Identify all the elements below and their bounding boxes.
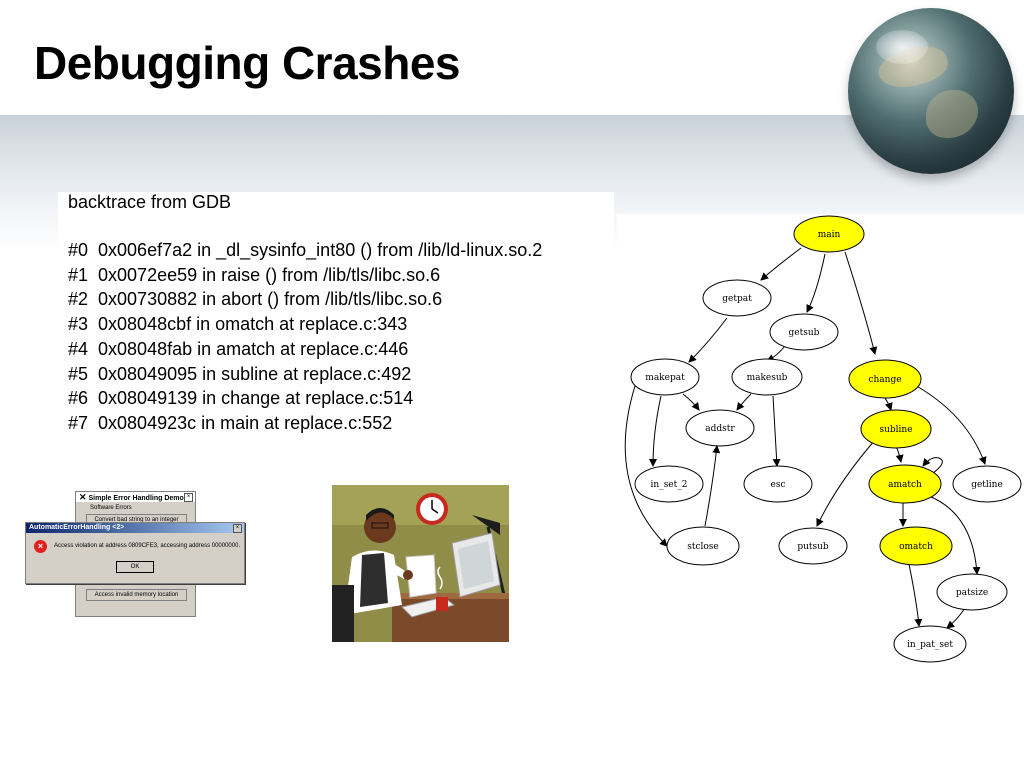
backtrace-frame: #6 0x08049139 in change at replace.c:514 (68, 388, 414, 409)
edge-main-getsub (806, 253, 826, 313)
ok-button[interactable]: OK (116, 561, 154, 573)
backtrace-frame: #1 0x0072ee59 in raise () from /lib/tls/… (68, 264, 441, 285)
node-stclose: stclose (666, 526, 740, 566)
call-graph: main getpat getsub change makepat makesu… (617, 214, 1024, 674)
slide-title: Debugging Crashes (34, 37, 461, 89)
node-getline-label: getline (971, 480, 1003, 490)
edge-makepat-inset2 (649, 395, 662, 467)
node-in-set-2: in_set_2 (634, 465, 704, 503)
node-amatch: amatch (868, 464, 942, 504)
backtrace-frame: #7 0x0804923c in main at replace.c:552 (68, 412, 393, 433)
edge-main-getpat (760, 247, 802, 281)
demo-window-titlebar: ✕ Simple Error Handling Demo (76, 492, 195, 502)
backtrace-frame: #4 0x08048fab in amatch at replace.c:446 (68, 338, 409, 359)
node-subline: subline (860, 409, 932, 449)
node-getpat-label: getpat (722, 294, 752, 304)
access-memory-button[interactable]: Access invalid memory location (86, 589, 187, 601)
edge-subline-putsub (816, 439, 876, 527)
node-makesub-label: makesub (747, 373, 788, 383)
backtrace-panel: backtrace from GDB #0 0x006ef7a2 in _dl_… (58, 192, 614, 442)
node-patsize: patsize (936, 573, 1008, 611)
backtrace-frame: #5 0x08049095 in subline at replace.c:49… (68, 363, 412, 384)
node-makesub: makesub (731, 358, 803, 396)
node-getsub-label: getsub (789, 328, 820, 338)
node-getpat: getpat (702, 279, 772, 317)
call-graph-svg: main getpat getsub change makepat makesu… (624, 215, 1022, 663)
node-in-pat-set: in_pat_set (893, 625, 967, 663)
clipart-drawing (332, 485, 509, 642)
node-getsub: getsub (769, 313, 839, 351)
node-change-label: change (868, 375, 901, 385)
edge-change-subline (884, 397, 893, 411)
node-omatch-label: omatch (899, 542, 933, 552)
node-in-set-2-label: in_set_2 (651, 480, 688, 490)
node-addstr: addstr (685, 409, 755, 447)
globe-highlight (876, 30, 928, 64)
edge-patsize-inpatset (946, 607, 966, 629)
node-in-pat-set-label: in_pat_set (907, 640, 953, 650)
node-esc-label: esc (771, 480, 786, 490)
error-message: Access violation at address 0809CFE3, ac… (54, 543, 241, 549)
node-patsize-label: patsize (956, 588, 988, 598)
node-addstr-label: addstr (705, 424, 735, 434)
backtrace-frame: #3 0x08048cbf in omatch at replace.c:343 (68, 314, 408, 335)
edge-omatch-inpatset (908, 563, 923, 627)
node-change: change (848, 359, 922, 399)
backtrace-frame: #0 0x006ef7a2 in _dl_sysinfo_int80 () fr… (68, 240, 543, 260)
x-logo-icon: ✕ (79, 492, 87, 502)
demo-window-close-icon[interactable]: × (184, 493, 193, 502)
edge-change-getline (912, 383, 987, 465)
node-amatch-label: amatch (888, 480, 922, 490)
debugging-clipart (332, 485, 509, 642)
node-stclose-label: stclose (687, 542, 719, 552)
demo-window-title: Simple Error Handling Demo (88, 495, 184, 502)
edge-amatch-patsize (928, 495, 981, 575)
node-getline: getline (952, 465, 1022, 503)
node-subline-label: subline (879, 425, 912, 435)
edge-makepat-stclose (624, 385, 668, 547)
backtrace-header: backtrace from GDB (68, 192, 232, 212)
node-main: main (793, 215, 865, 253)
edge-makepat-addstr (682, 393, 700, 411)
error-window-close-icon[interactable]: × (233, 524, 242, 533)
error-window-titlebar: AutomaticErrorHandling <2> (26, 523, 244, 533)
edge-getpat-makepat (688, 317, 728, 363)
edge-amatch-amatch (922, 457, 943, 477)
software-errors-label: Software Errors (90, 505, 132, 511)
backtrace-frames: #0 0x006ef7a2 in _dl_sysinfo_int80 () fr… (68, 238, 542, 436)
error-window-title: AutomaticErrorHandling <2> (29, 524, 125, 531)
edge-main-change (844, 251, 878, 355)
edge-stclose-addstr (704, 445, 721, 527)
node-makepat: makepat (630, 358, 700, 396)
node-omatch: omatch (879, 526, 953, 566)
node-esc: esc (743, 465, 813, 503)
node-putsub: putsub (778, 527, 848, 565)
backtrace-frame: #2 0x00730882 in abort () from /lib/tls/… (68, 289, 443, 310)
error-window: AutomaticErrorHandling <2> × × Access vi… (25, 522, 245, 584)
globe-continent (926, 90, 978, 138)
edge-makesub-addstr (736, 393, 752, 411)
node-putsub-label: putsub (797, 542, 829, 552)
node-main-label: main (818, 230, 841, 240)
error-icon: × (34, 540, 47, 553)
globe-image (848, 8, 1014, 174)
edge-makesub-esc (772, 395, 781, 467)
node-makepat-label: makepat (645, 373, 685, 383)
